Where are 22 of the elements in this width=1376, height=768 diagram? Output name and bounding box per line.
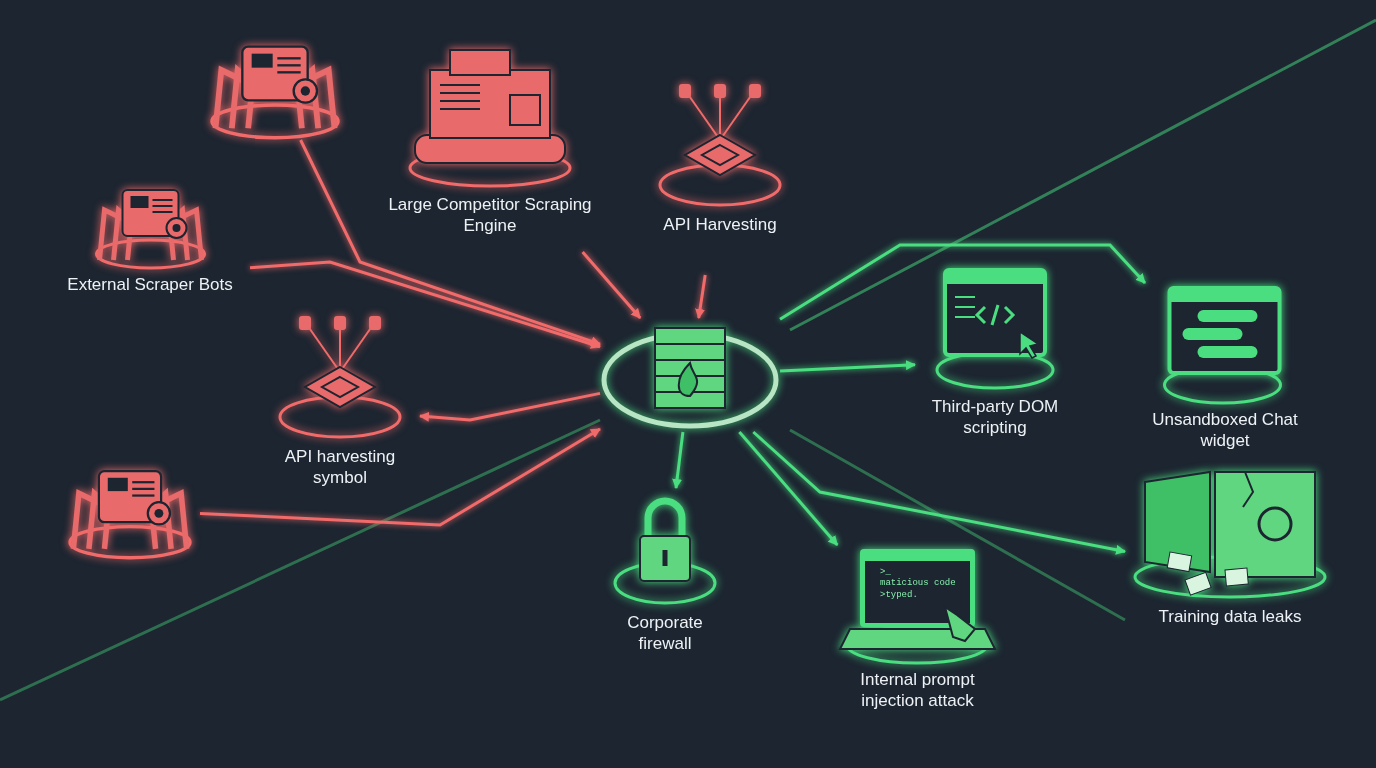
connector-arrow: [779, 360, 916, 373]
connector-arrow: [299, 139, 601, 346]
node-label: External Scraper Bots: [67, 274, 233, 296]
connector-arrow: [779, 243, 1147, 321]
node-label: Third-party DOM scripting: [930, 396, 1060, 439]
node-label: Unsandboxed Chat widget: [1151, 409, 1299, 452]
connector-arrow: [672, 431, 685, 489]
node-label: API Harvesting: [663, 214, 777, 236]
connector-arrow: [249, 260, 601, 349]
connector-arrow: [695, 274, 707, 319]
node-label: Large Competitor Scraping Engine: [387, 194, 593, 237]
node-label: API harvesting symbol: [283, 446, 397, 489]
node-label: Corporate firewall: [626, 612, 704, 655]
connector-arrow: [738, 431, 839, 546]
connector-arrow: [752, 430, 1126, 555]
terminal-text: >_: [880, 567, 892, 578]
connector-arrow: [581, 251, 642, 319]
connector-arrow: [419, 391, 601, 422]
node-label: Training data leaks: [1158, 606, 1302, 628]
terminal-text: maticious code >typed.: [880, 578, 957, 601]
connector-arrow: [199, 427, 601, 527]
node-label: Internal prompt injection attack: [859, 669, 976, 712]
